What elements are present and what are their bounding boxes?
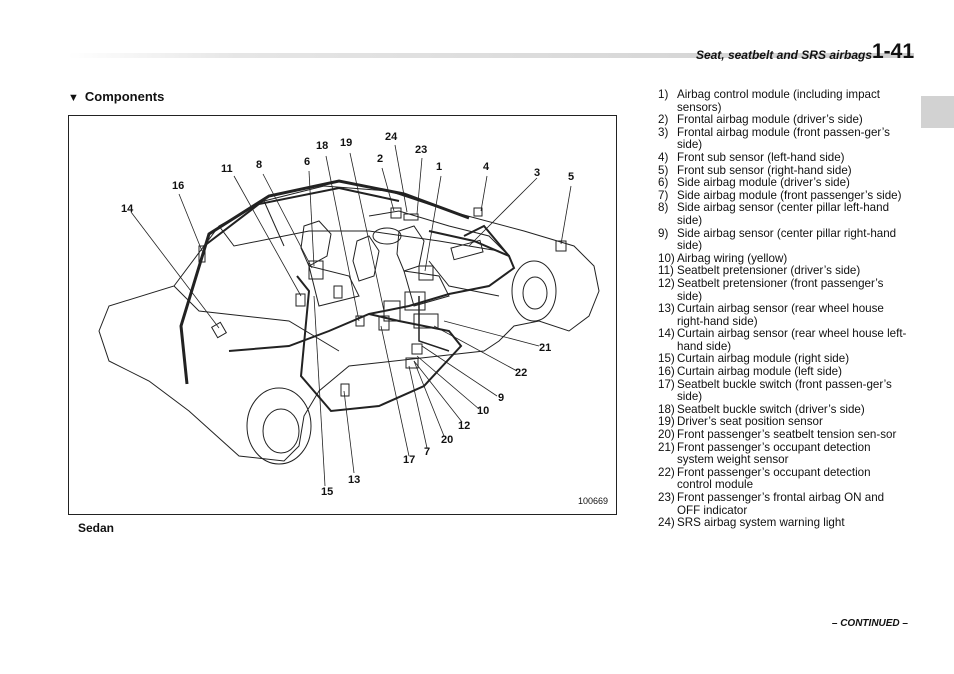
legend-item: 19)Driver’s seat position sensor xyxy=(658,415,823,429)
legend-item: 22)Front passenger’s occupant detection … xyxy=(658,465,871,492)
callout-5: 5 xyxy=(568,171,575,183)
section-heading-text: Components xyxy=(84,89,165,104)
triangle-marker-icon: ▼ xyxy=(68,92,79,104)
callout-12: 12 xyxy=(458,420,471,432)
callout-16: 16 xyxy=(172,180,185,192)
callout-6: 6 xyxy=(304,156,311,168)
callout-22: 22 xyxy=(515,367,528,379)
callout-19: 19 xyxy=(340,137,353,149)
legend-item: 16)Curtain airbag module (left side) xyxy=(658,365,842,379)
legend-item: 6)Side airbag module (driver’s side) xyxy=(658,176,850,190)
legend-item: 13)Curtain airbag sensor (rear wheel hou… xyxy=(658,302,884,328)
header-rule xyxy=(68,53,914,58)
legend-item: 4)Front sub sensor (left-hand side) xyxy=(658,150,845,164)
callout-24: 24 xyxy=(385,131,398,143)
legend-item: 8)Side airbag sensor (center pillar left… xyxy=(658,201,890,227)
callout-18: 18 xyxy=(316,140,329,152)
legend-item: 9)Side airbag sensor (center pillar righ… xyxy=(658,226,897,253)
callout-3: 3 xyxy=(534,167,541,179)
continued-note: – CONTINUED – xyxy=(831,618,908,629)
figure-caption: Sedan xyxy=(78,521,115,535)
legend-item: 24)SRS airbag system warning light xyxy=(658,516,845,530)
page-number: 1-41 xyxy=(871,40,914,63)
legend-item: 15)Curtain airbag module (right side) xyxy=(658,352,850,366)
callout-15: 15 xyxy=(321,486,334,498)
sedan-airbag-diagram xyxy=(98,144,600,487)
callout-9: 9 xyxy=(498,392,505,404)
callout-7: 7 xyxy=(424,446,431,458)
legend-item: 2)Frontal airbag module (driver’s side) xyxy=(658,113,863,127)
legend-item: 18)Seatbelt buckle switch (driver’s side… xyxy=(658,402,865,416)
legend-item: 20)Front passenger’s seatbelt tension se… xyxy=(658,428,897,442)
callout-14: 14 xyxy=(121,203,134,215)
callout-17: 17 xyxy=(403,454,416,466)
legend-item: 1)Airbag control module (including impac… xyxy=(658,88,880,114)
callout-2: 2 xyxy=(377,153,384,165)
section-heading: ▼ Components xyxy=(68,89,164,104)
legend-item: 11)Seatbelt pretensioner (driver’s side) xyxy=(658,264,861,278)
legend-item: 23)Front passenger’s frontal airbag ON a… xyxy=(658,491,885,517)
components-legend: 1)Airbag control module (including impac… xyxy=(658,88,908,530)
legend-item: 3)Frontal airbag module (front passen-ge… xyxy=(658,125,890,152)
callout-8: 8 xyxy=(256,159,263,171)
legend-item: 12)Seatbelt pretensioner (front passenge… xyxy=(658,276,884,303)
figure-id: 100669 xyxy=(577,496,608,506)
legend-item: 10)Airbag wiring (yellow) xyxy=(658,251,788,265)
legend-item: 7)Side airbag module (front passenger’s … xyxy=(658,188,902,202)
callout-10: 10 xyxy=(477,405,490,417)
chapter-tab xyxy=(921,96,954,128)
legend-item: 21)Front passenger’s occupant detection … xyxy=(658,440,871,467)
callout-23: 23 xyxy=(415,144,428,156)
callout-4: 4 xyxy=(483,161,490,173)
header-section-title: Seat, seatbelt and SRS airbags xyxy=(695,48,872,62)
callout-1: 1 xyxy=(436,161,443,173)
legend-item: 5)Front sub sensor (right-hand side) xyxy=(658,163,852,177)
callout-13: 13 xyxy=(348,474,361,486)
legend-item: 17)Seatbelt buckle switch (front passen-… xyxy=(658,377,892,404)
legend-item: 14)Curtain airbag sensor (rear wheel hou… xyxy=(658,327,907,353)
components-figure: 14 16 11 8 6 18 19 24 2 23 1 4 3 5 21 22… xyxy=(68,115,617,515)
callout-21: 21 xyxy=(539,342,552,354)
callout-20: 20 xyxy=(441,434,454,446)
callout-11: 11 xyxy=(221,163,233,175)
